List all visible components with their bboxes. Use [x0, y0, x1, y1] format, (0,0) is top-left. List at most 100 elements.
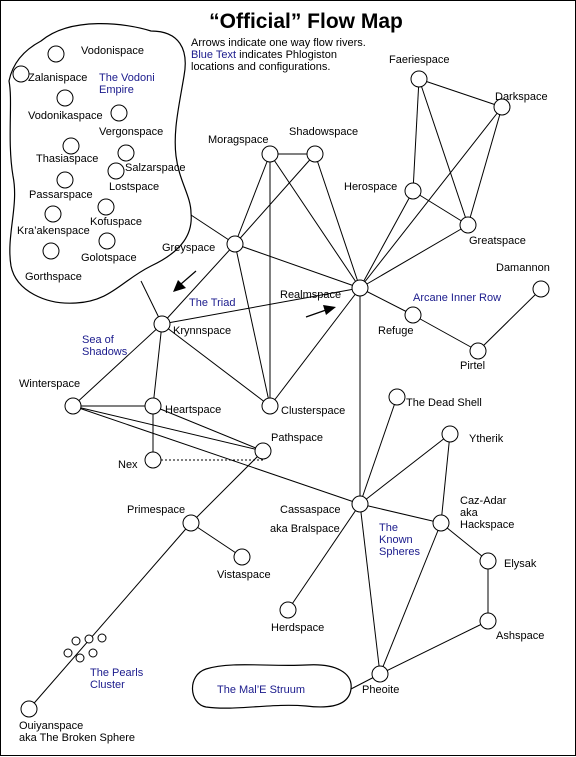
edge-faeriespace-darkspace — [418, 78, 503, 108]
sphere-label-shadowspace: Shadowspace — [289, 126, 358, 138]
region-vodoni-empire-line-1: The Vodoni — [99, 72, 155, 84]
pearl-dot — [88, 648, 98, 658]
edge-faeriespace-herospace — [412, 78, 420, 192]
sphere-node-passarspace — [56, 171, 74, 189]
arrow-shaft-greyspace-krynnspace — [180, 270, 197, 285]
edge-faeriespace-greatspace — [418, 78, 469, 226]
sphere-node-krynnspace — [153, 315, 171, 333]
sphere-node-cassaspace — [351, 495, 369, 513]
map-title: “Official” Flow Map — [209, 10, 403, 33]
edge-cassaspace-ytherik — [359, 433, 451, 505]
region-known-spheres-line-2: Known — [379, 534, 413, 546]
edge-cazadar-elysak — [440, 522, 489, 562]
region-male-struum: The Mal’E Struum — [217, 684, 305, 696]
sphere-label-pathspace: Pathspace — [271, 432, 323, 444]
sphere-label-vodonispace: Vodonispace — [81, 45, 144, 57]
edge-krynnspace-realmspace — [161, 287, 361, 325]
edge-realmspace-darkspace — [359, 106, 503, 289]
legend-line-2: Blue Text indicates Phlogiston — [191, 49, 337, 61]
edge-shadowspace-realmspace — [314, 153, 361, 289]
sphere-node-kraakenspace — [44, 205, 62, 223]
sphere-label-pheoite: Pheoite — [362, 684, 399, 696]
sphere-node-faeriespace — [410, 70, 428, 88]
edge-greyspace-vodoni — [190, 214, 236, 245]
sphere-label-refuge: Refuge — [378, 325, 413, 337]
pearl-dot — [97, 633, 107, 643]
arrow-head-greyspace-krynnspace — [173, 280, 186, 292]
sphere-node-gorthspace — [42, 242, 60, 260]
pearl-dot — [71, 636, 81, 646]
sphere-label-pirtel: Pirtel — [460, 360, 485, 372]
sphere-node-primespace — [182, 514, 200, 532]
edge-moragspace-greyspace — [234, 153, 271, 245]
edge-greyspace-clusterspace — [234, 243, 271, 407]
sphere-node-pathspace — [254, 442, 272, 460]
sphere-node-shadowspace — [306, 145, 324, 163]
edge-heartspace-pathspace — [152, 405, 264, 452]
region-sea-of-shadows-line-1: Sea of — [82, 334, 115, 346]
edge-realmspace-greatspace — [359, 224, 469, 289]
sphere-node-heartspace — [144, 397, 162, 415]
flow-connections — [28, 78, 542, 710]
sphere-node-the-dead-shell — [388, 388, 406, 406]
sphere-label-ytherik: Ytherik — [469, 433, 504, 445]
sphere-label-thasiaspace: Thasiaspace — [36, 153, 98, 165]
sphere-label-caz-adar-line-2: aka — [460, 507, 479, 519]
sphere-label-krynnspace: Krynnspace — [173, 325, 231, 337]
sphere-node-damannon — [532, 280, 550, 298]
sphere-node-vergonspace — [110, 104, 128, 122]
sphere-node-ashspace — [479, 612, 497, 630]
sphere-label-the-dead-shell: The Dead Shell — [406, 397, 482, 409]
edge-primespace-vistaspace — [190, 522, 243, 558]
pearl-dot — [63, 648, 73, 658]
edge-primespace-ouiyanspace — [28, 522, 192, 710]
region-vodoni-empire-line-2: Empire — [99, 84, 134, 96]
edge-cazadar-pheoite — [379, 522, 442, 675]
edge-cassaspace-deadshell — [359, 396, 398, 505]
sphere-node-greyspace — [226, 235, 244, 253]
sphere-node-herospace — [404, 182, 422, 200]
sphere-node-lostspace — [107, 162, 125, 180]
sphere-label-realmspace: Realmspace — [280, 289, 341, 301]
sphere-label-salzarspace: Salzarspace — [125, 162, 186, 174]
edge-greyspace-realmspace — [234, 243, 361, 289]
edge-krynnspace-heartspace — [152, 323, 163, 407]
region-sea-of-shadows-line-2: Shadows — [82, 346, 128, 358]
region-known-spheres-line-1: The — [379, 522, 398, 534]
sphere-label-golotspace: Golotspace — [81, 252, 137, 264]
sphere-node-nex — [144, 451, 162, 469]
edge-herospace-greatspace — [412, 190, 469, 226]
sphere-label-ouiyanspace-aka: aka The Broken Sphere — [19, 732, 135, 744]
edge-cassaspace-herdspace — [287, 503, 361, 611]
arrow-shaft-krynnspace-realmspace — [305, 309, 327, 318]
region-pearls-cluster-line-2: Cluster — [90, 679, 125, 691]
edge-cassaspace-cazadar — [359, 503, 442, 524]
edge-ytherik-cazadar — [440, 433, 451, 524]
sphere-label-greatspace: Greatspace — [469, 235, 526, 247]
sphere-label-vistaspace: Vistaspace — [217, 569, 271, 581]
sphere-node-caz-adar — [432, 514, 450, 532]
pearl-dot — [84, 634, 94, 644]
edge-moragspace-realmspace — [269, 153, 361, 289]
edge-refuge-pirtel — [412, 314, 479, 352]
sphere-node-salzarspace — [117, 144, 135, 162]
sphere-label-nex: Nex — [118, 459, 138, 471]
sphere-node-ytherik — [441, 425, 459, 443]
sphere-label-passarspace: Passarspace — [29, 189, 93, 201]
sphere-node-vodonispace — [47, 45, 65, 63]
region-the-triad: The Triad — [189, 297, 235, 309]
pearls-cluster-dots — [63, 633, 107, 663]
sphere-node-kofuspace — [97, 198, 115, 216]
sphere-node-greatspace — [459, 216, 477, 234]
sphere-node-darkspace — [493, 98, 511, 116]
vodoni-empire-boundary — [8, 23, 192, 304]
sphere-label-moragspace: Moragspace — [208, 134, 269, 146]
region-pearls-cluster-line-1: The Pearls — [90, 667, 144, 679]
sphere-node-herdspace — [279, 601, 297, 619]
sphere-label-vergonspace: Vergonspace — [99, 126, 163, 138]
sphere-label-cassaspace-aka: aka Bralspace — [270, 523, 340, 535]
sphere-node-zalanispace — [12, 65, 30, 83]
sphere-label-heartspace: Heartspace — [165, 404, 221, 416]
region-arcane-inner-row: Arcane Inner Row — [413, 292, 501, 304]
arrow-head-krynnspace-realmspace — [323, 305, 336, 315]
